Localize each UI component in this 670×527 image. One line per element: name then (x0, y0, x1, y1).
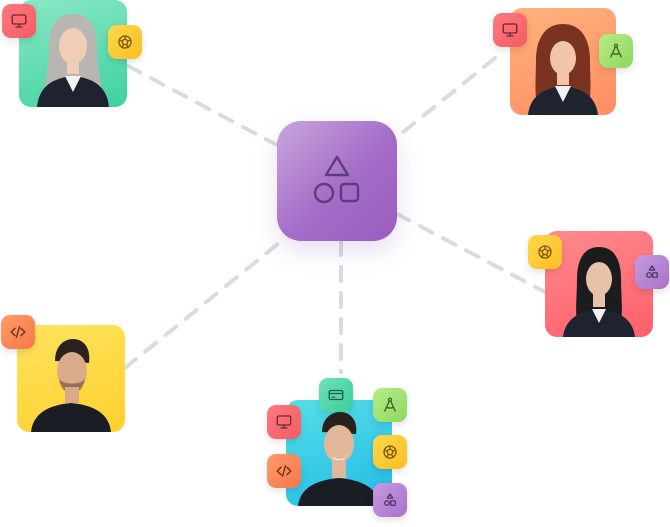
person-photo (37, 14, 109, 107)
profile-card-top-left[interactable] (19, 0, 127, 107)
shapes-icon (646, 265, 658, 278)
connector-top-left (126, 64, 279, 147)
code-icon (10, 326, 26, 338)
code-badge[interactable] (1, 315, 35, 349)
connector-top-right (395, 56, 497, 139)
drafting-compass-icon (610, 43, 622, 58)
profile-card-bottom-left[interactable] (17, 325, 125, 432)
shapes-badge[interactable] (635, 255, 669, 289)
shapes-icon (384, 493, 396, 506)
aperture-icon (538, 245, 552, 259)
person-photo (528, 24, 598, 115)
monitor-icon (502, 23, 518, 37)
aperture-badge[interactable] (373, 435, 407, 469)
shapes-badge[interactable] (373, 483, 407, 517)
central-hub[interactable] (277, 121, 397, 241)
monitor-icon (11, 14, 27, 28)
aperture-icon (118, 35, 132, 49)
person-photo (563, 247, 635, 337)
person-photo (31, 339, 111, 432)
monitor-badge[interactable] (2, 4, 36, 38)
aperture-badge[interactable] (108, 25, 142, 59)
monitor-icon (276, 415, 292, 429)
profile-card-top-right[interactable] (510, 8, 616, 115)
code-badge[interactable] (267, 454, 301, 488)
aperture-badge[interactable] (528, 235, 562, 269)
monitor-badge[interactable] (493, 13, 527, 47)
person-photo (298, 412, 380, 506)
connector-bottom-left (123, 241, 281, 370)
shapes-icon (313, 155, 360, 204)
drafting-compass-badge[interactable] (373, 388, 407, 422)
code-icon (276, 465, 292, 477)
credit-card-badge[interactable] (319, 378, 353, 412)
monitor-badge[interactable] (267, 405, 301, 439)
connector-mid-right (395, 212, 547, 294)
aperture-icon (383, 445, 397, 459)
drafting-compass-icon (384, 397, 396, 412)
drafting-compass-badge[interactable] (599, 34, 633, 68)
credit-card-icon (328, 389, 344, 401)
